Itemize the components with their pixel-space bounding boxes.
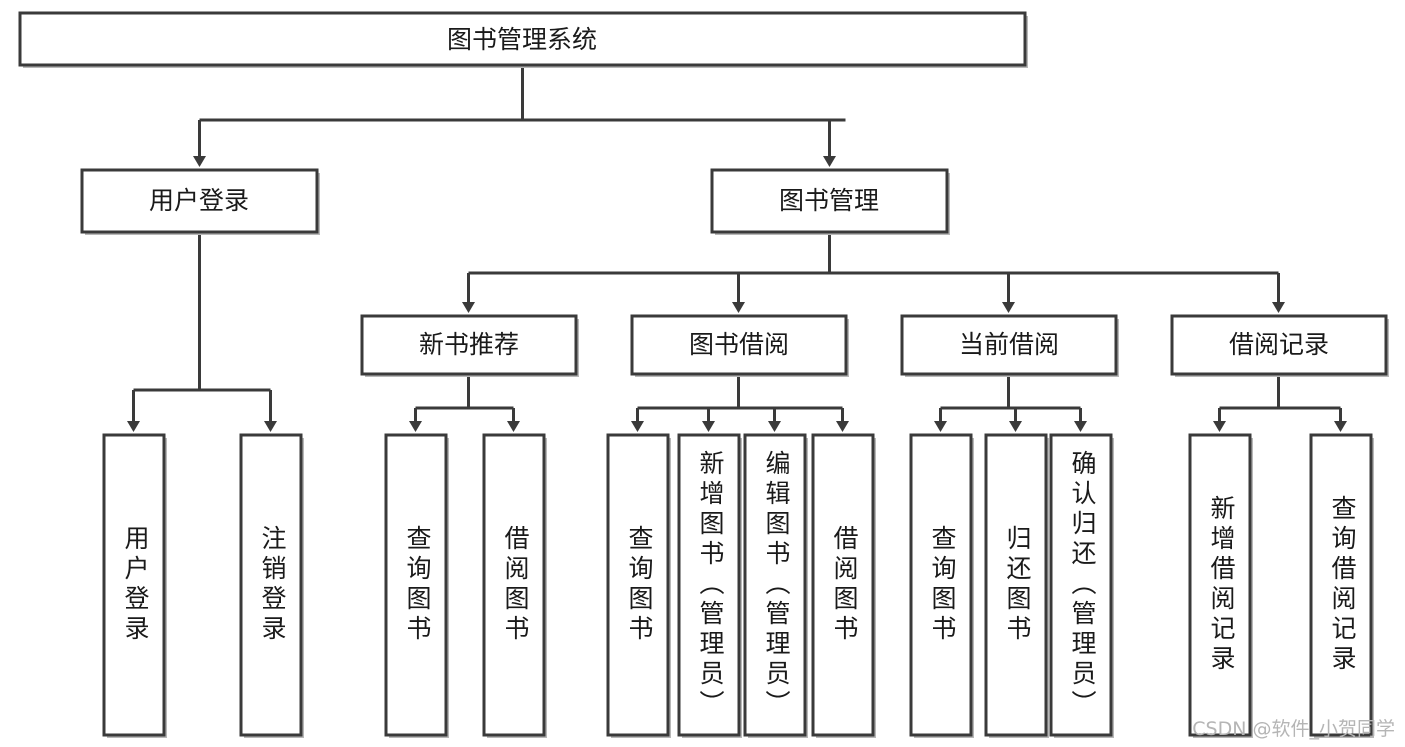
node-leaf-borrow-book-2[interactable]: 借阅图书	[811, 433, 876, 738]
node-leaf-borrow-book-2-label: 借阅图书	[830, 525, 859, 645]
node-new-book-rec-label: 新书推荐	[419, 330, 519, 359]
node-leaf-confirm-return-box	[1049, 433, 1113, 737]
node-leaf-query-book-1[interactable]: 查询图书	[384, 433, 449, 738]
node-leaf-add-book-label: 新增图书（管理员）	[696, 450, 725, 720]
node-leaf-confirm-return[interactable]: 确认归还（管理员）	[1049, 433, 1114, 738]
node-leaf-add-record[interactable]: 新增借阅记录	[1188, 433, 1253, 738]
node-leaf-user-login-label: 用户登录	[121, 525, 150, 645]
node-leaf-user-login-box	[102, 433, 166, 737]
node-book-borrow-box	[630, 314, 848, 376]
node-leaf-borrow-book-1-box	[482, 433, 546, 737]
node-book-borrow-label: 图书借阅	[689, 330, 789, 359]
node-leaf-edit-book-label: 编辑图书（管理员）	[762, 450, 791, 720]
node-current-borrow[interactable]: 当前借阅	[900, 314, 1119, 377]
node-borrow-record[interactable]: 借阅记录	[1170, 314, 1389, 377]
node-leaf-query-book-1-label: 查询图书	[403, 525, 432, 645]
node-current-borrow-label: 当前借阅	[959, 330, 1059, 359]
node-leaf-return-book-box	[984, 433, 1048, 737]
node-leaf-query-record[interactable]: 查询借阅记录	[1309, 433, 1374, 738]
node-leaf-user-logout-label: 注销登录	[258, 525, 287, 645]
node-leaf-borrow-book-2-box	[811, 433, 875, 737]
node-book-manage-box	[710, 168, 949, 234]
node-leaf-query-book-1-box	[384, 433, 448, 737]
connector-layer	[127, 65, 1347, 432]
node-leaf-confirm-return-label: 确认归还（管理员）	[1068, 450, 1097, 720]
node-root-label: 图书管理系统	[447, 25, 597, 54]
node-leaf-edit-book[interactable]: 编辑图书（管理员）	[743, 433, 808, 738]
node-leaf-query-record-label: 查询借阅记录	[1328, 495, 1357, 675]
node-book-borrow[interactable]: 图书借阅	[630, 314, 849, 377]
node-leaf-borrow-book-1[interactable]: 借阅图书	[482, 433, 547, 738]
node-root-box	[18, 11, 1027, 67]
node-root[interactable]: 图书管理系统	[18, 11, 1028, 68]
node-leaf-query-book-3[interactable]: 查询图书	[909, 433, 974, 738]
node-user-login-box	[80, 168, 319, 234]
node-borrow-record-label: 借阅记录	[1229, 330, 1329, 359]
node-leaf-borrow-book-1-label: 借阅图书	[501, 525, 530, 645]
node-borrow-record-box	[1170, 314, 1388, 376]
node-leaf-query-record-box	[1309, 433, 1373, 737]
node-leaf-query-book-2[interactable]: 查询图书	[606, 433, 671, 738]
node-leaf-user-logout[interactable]: 注销登录	[239, 433, 304, 738]
node-leaf-add-record-box	[1188, 433, 1252, 737]
node-new-book-rec-box	[360, 314, 578, 376]
node-new-book-rec[interactable]: 新书推荐	[360, 314, 579, 377]
node-leaf-user-logout-box	[239, 433, 303, 737]
node-leaf-add-book[interactable]: 新增图书（管理员）	[677, 433, 742, 738]
node-book-manage-label: 图书管理	[779, 186, 879, 215]
node-user-login[interactable]: 用户登录	[80, 168, 320, 235]
node-leaf-add-record-label: 新增借阅记录	[1207, 495, 1236, 675]
node-leaf-user-login[interactable]: 用户登录	[102, 433, 167, 738]
node-leaf-query-book-3-box	[909, 433, 973, 737]
node-leaf-return-book[interactable]: 归还图书	[984, 433, 1049, 738]
node-leaf-add-book-box	[677, 433, 741, 737]
node-leaf-return-book-label: 归还图书	[1003, 525, 1032, 645]
node-user-login-label: 用户登录	[149, 186, 249, 215]
node-current-borrow-box	[900, 314, 1118, 376]
node-book-manage[interactable]: 图书管理	[710, 168, 950, 235]
node-leaf-query-book-2-label: 查询图书	[625, 525, 654, 645]
node-leaf-query-book-2-box	[606, 433, 670, 737]
node-leaf-query-book-3-label: 查询图书	[928, 525, 957, 645]
node-leaf-edit-book-box	[743, 433, 807, 737]
